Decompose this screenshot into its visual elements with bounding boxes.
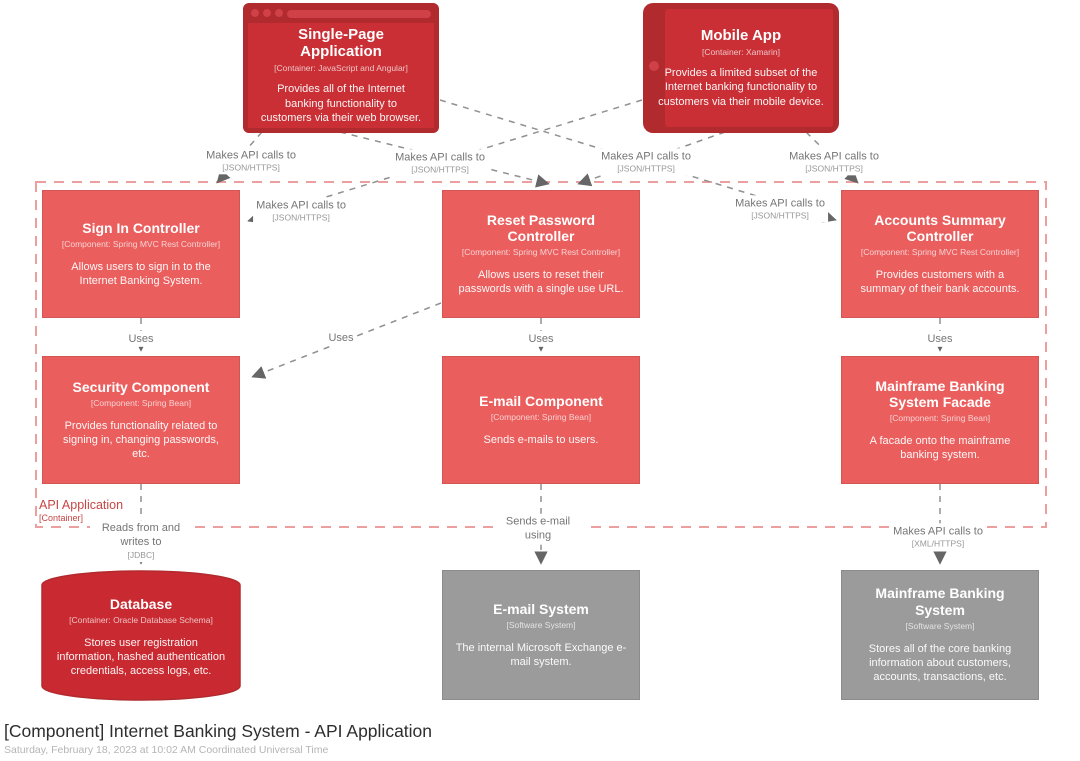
node-meta: [Container: Oracle Database Schema] bbox=[69, 614, 213, 625]
node-desc: Stores all of the core banking informati… bbox=[868, 642, 1012, 684]
node-meta: [Component: Spring Bean] bbox=[889, 412, 991, 423]
node-meta: [Component: Spring MVC Rest Controller] bbox=[461, 246, 621, 257]
component-sign-in-controller[interactable]: Sign In Controller [Component: Spring MV… bbox=[42, 190, 240, 318]
browser-dot-icon bbox=[251, 9, 259, 17]
component-accounts-summary-controller[interactable]: Accounts Summary Controller [Component: … bbox=[841, 190, 1039, 318]
node-desc: Sends e-mails to users. bbox=[483, 433, 599, 446]
component-mainframe-banking-system-facade[interactable]: Mainframe Banking System Facade [Compone… bbox=[841, 356, 1039, 484]
component-email-component[interactable]: E-mail Component [Component: Spring Bean… bbox=[442, 356, 640, 484]
node-title: Mobile App bbox=[700, 26, 782, 44]
node-title: Single-Page Application bbox=[298, 25, 384, 61]
component-security-component[interactable]: Security Component [Component: Spring Be… bbox=[42, 356, 240, 484]
component-reset-password-controller[interactable]: Reset Password Controller [Component: Sp… bbox=[442, 190, 640, 318]
node-desc: Stores user registration information, ha… bbox=[56, 636, 226, 678]
relationship-label-spa-to-signin: Makes API calls to [JSON/HTTPS] bbox=[203, 147, 299, 175]
api-application-boundary-label: API Application [Container] bbox=[39, 498, 124, 523]
software-system-mainframe-banking-system[interactable]: Mainframe Banking System [Software Syste… bbox=[841, 570, 1039, 700]
node-title: Mainframe Banking System Facade bbox=[875, 377, 1005, 410]
relationship-label-facade-to-mainframe: Makes API calls to [XML/HTTPS] bbox=[890, 523, 986, 551]
diagram-timestamp: Saturday, February 18, 2023 at 10:02 AM … bbox=[4, 744, 329, 756]
node-desc: Provides a limited subset of the Interne… bbox=[658, 67, 824, 108]
node-title: Reset Password Controller bbox=[486, 211, 596, 244]
relationship-label-security-to-database: Reads from and writes to [JDBC] bbox=[90, 520, 192, 562]
relationship-label-spa-to-accounts: Makes API calls to [JSON/HTTPS] bbox=[732, 195, 828, 223]
node-meta: [Container: Xamarin] bbox=[702, 47, 780, 58]
node-meta: [Component: Spring MVC Rest Controller] bbox=[61, 238, 221, 249]
container-single-page-application[interactable]: Single-Page Application [Container: Java… bbox=[243, 3, 439, 133]
relationship-label-reset-to-email: Uses bbox=[525, 330, 557, 348]
node-title: Database bbox=[109, 595, 173, 612]
browser-address-bar bbox=[287, 10, 431, 18]
software-system-email-system[interactable]: E-mail System [Software System] The inte… bbox=[442, 570, 640, 700]
node-meta: [Software System] bbox=[506, 619, 576, 630]
relationship-label-reset-to-security: Uses bbox=[325, 329, 357, 347]
container-mobile-app[interactable]: Mobile App [Container: Xamarin] Provides… bbox=[643, 3, 839, 133]
node-desc: Provides customers with a summary of the… bbox=[860, 268, 1020, 296]
tablet-screen bbox=[665, 9, 833, 127]
node-desc: A facade onto the mainframe banking syst… bbox=[869, 434, 1011, 462]
relationship-label-email-to-emailsystem: Sends e-mail using bbox=[493, 513, 583, 545]
node-title: E-mail System bbox=[493, 600, 589, 617]
tablet-home-button-icon bbox=[649, 61, 659, 71]
relationship-label-mobile-to-reset: Makes API calls to [JSON/HTTPS] bbox=[598, 148, 694, 176]
database-cylinder-shape bbox=[41, 570, 241, 701]
relationship-label-spa-to-reset: Makes API calls to [JSON/HTTPS] bbox=[392, 149, 488, 177]
node-desc: Provides all of the Internet banking fun… bbox=[260, 83, 422, 124]
relationship-label-accounts-to-facade: Uses bbox=[924, 330, 956, 348]
container-database[interactable]: Database [Container: Oracle Database Sch… bbox=[42, 578, 240, 696]
node-meta: [Component: Spring Bean] bbox=[490, 411, 592, 422]
node-desc: Allows users to sign in to the Internet … bbox=[71, 260, 211, 288]
node-meta: [Container: JavaScript and Angular] bbox=[274, 63, 408, 74]
node-meta: [Component: Spring Bean] bbox=[90, 397, 192, 408]
node-desc: The internal Microsoft Exchange e-mail s… bbox=[455, 641, 627, 669]
node-title: Accounts Summary Controller bbox=[874, 211, 1006, 244]
relationship-label-signin-to-security: Uses bbox=[125, 330, 157, 348]
diagram-title: [Component] Internet Banking System - AP… bbox=[4, 721, 433, 741]
node-title: Security Component bbox=[72, 378, 210, 395]
node-desc: Allows users to reset their passwords wi… bbox=[458, 268, 624, 296]
node-meta: [Component: Spring MVC Rest Controller] bbox=[860, 246, 1020, 257]
browser-dot-icon bbox=[275, 9, 283, 17]
node-title: Mainframe Banking System bbox=[875, 585, 1005, 618]
relationship-label-mobile-to-signin: Makes API calls to [JSON/HTTPS] bbox=[253, 197, 349, 225]
browser-chrome bbox=[243, 3, 439, 23]
node-meta: [Software System] bbox=[905, 620, 975, 631]
browser-dot-icon bbox=[263, 9, 271, 17]
node-title: E-mail Component bbox=[479, 392, 603, 409]
node-title: Sign In Controller bbox=[82, 219, 200, 236]
node-desc: Provides functionality related to signin… bbox=[63, 419, 219, 461]
relationship-label-mobile-to-accounts: Makes API calls to [JSON/HTTPS] bbox=[786, 148, 882, 176]
